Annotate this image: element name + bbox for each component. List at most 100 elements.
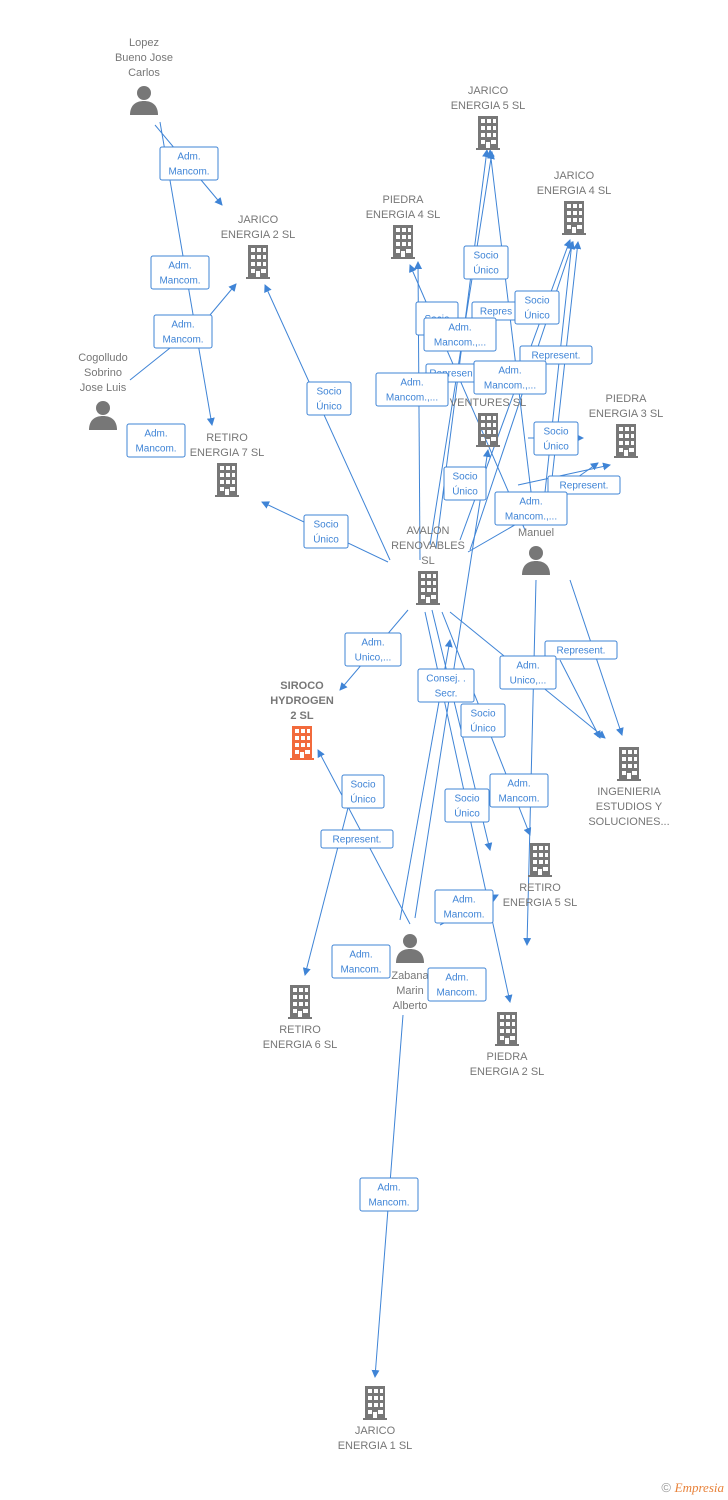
- relation-label-box: [443, 466, 487, 501]
- relation-label[interactable]: Adm.Mancom.,...: [494, 491, 568, 526]
- relation-edge: [523, 579, 537, 946]
- relation-label-text: Represent.: [333, 835, 382, 846]
- relation-label-box: [423, 317, 497, 352]
- relation-label-text: Mancom.: [135, 444, 176, 455]
- relation-label-text: Socio: [524, 296, 549, 307]
- relation-label-box: [499, 655, 557, 690]
- node-label: Manuel: [518, 527, 554, 539]
- relation-label-box: [473, 360, 547, 395]
- node-label: AVALON: [407, 525, 450, 537]
- relation-label-box: [544, 640, 618, 660]
- relation-label-text: Socio: [313, 520, 338, 531]
- relation-label[interactable]: Adm.Mancom.,...: [473, 360, 547, 395]
- relation-label-box: [150, 255, 210, 290]
- node-label: PIEDRA: [487, 1051, 529, 1063]
- node-label: ENERGIA 2 SL: [470, 1066, 545, 1078]
- relation-label[interactable]: Adm.Mancom.,...: [423, 317, 497, 352]
- relation-label[interactable]: Adm.Mancom.: [434, 889, 494, 924]
- relation-label-text: Represent.: [557, 646, 606, 657]
- node-label: ENERGIA 4 SL: [537, 185, 612, 197]
- relation-label-text: Adm.: [377, 1183, 400, 1194]
- relation-label-text: Adm.: [144, 429, 167, 440]
- building-icon: [363, 1386, 387, 1420]
- relation-label-box: [303, 514, 349, 549]
- relation-label[interactable]: Adm.Mancom.: [331, 944, 391, 979]
- relation-label-box: [331, 944, 391, 979]
- relation-label[interactable]: Represent.: [320, 829, 394, 849]
- relation-label-text: Único: [524, 309, 550, 322]
- relation-label-text: Único: [470, 722, 496, 735]
- relation-label-text: Adm.: [516, 661, 539, 672]
- relation-label-box: [344, 632, 402, 667]
- relation-label-text: Adm.: [498, 366, 521, 377]
- relation-label-box: [126, 423, 186, 458]
- relation-label-box: [460, 703, 506, 738]
- relation-label-text: Único: [350, 793, 376, 806]
- relation-label-box: [320, 829, 394, 849]
- relation-label-text: Mancom.,...: [386, 393, 438, 404]
- relation-label-text: Socio: [473, 251, 498, 262]
- relation-label[interactable]: Adm.Mancom.: [159, 146, 219, 181]
- relation-label[interactable]: Adm.Mancom.: [427, 967, 487, 1002]
- node-label: Jose Luis: [80, 382, 127, 394]
- relation-label[interactable]: Adm.Unico,...: [344, 632, 402, 667]
- relation-label[interactable]: Represent.: [544, 640, 618, 660]
- relation-label[interactable]: Adm.Mancom.: [150, 255, 210, 290]
- node-label: SIROCO: [280, 680, 324, 692]
- node-label: JARICO: [238, 214, 279, 226]
- building-icon: [391, 225, 415, 259]
- relation-label-text: Socio: [350, 780, 375, 791]
- relation-label-text: Consej. .: [426, 674, 465, 685]
- relation-label[interactable]: Adm.Mancom.: [153, 314, 213, 349]
- relation-label[interactable]: Adm. Mancom.: [126, 423, 186, 458]
- relation-label-box: [427, 967, 487, 1002]
- node-label: ENERGIA 5 SL: [451, 100, 526, 112]
- node-label: ENERGIA 7 SL: [190, 447, 265, 459]
- relation-label-text: Adm.: [171, 320, 194, 331]
- relation-label-text: Único: [473, 264, 499, 277]
- node-piedra2[interactable]: PIEDRA ENERGIA 2 SL: [470, 1012, 545, 1078]
- node-manuel[interactable]: Manuel: [518, 527, 554, 575]
- relation-label[interactable]: Represent.: [547, 475, 621, 495]
- relation-label-text: Adm.: [361, 638, 384, 649]
- node-label: ESTUDIOS Y: [596, 801, 663, 813]
- relation-label-box: [153, 314, 213, 349]
- relation-label[interactable]: Adm.Mancom.,...: [375, 372, 449, 407]
- relation-label-text: Único: [313, 533, 339, 546]
- relation-label[interactable]: Repres: [471, 301, 521, 321]
- relation-label-box: [444, 788, 490, 823]
- relation-label-box: [489, 773, 549, 808]
- relation-label-text: Represent.: [560, 481, 609, 492]
- node-label: PIEDRA: [606, 393, 648, 405]
- relation-label-text: Secr.: [435, 689, 458, 700]
- relation-label[interactable]: Adm.Unico,...: [499, 655, 557, 690]
- relation-label[interactable]: Consej. . Secr.: [417, 668, 475, 703]
- relation-label[interactable]: Adm.Mancom.: [359, 1177, 419, 1212]
- relation-label[interactable]: Represent.: [519, 345, 593, 365]
- relation-label[interactable]: Adm.Mancom.: [489, 773, 549, 808]
